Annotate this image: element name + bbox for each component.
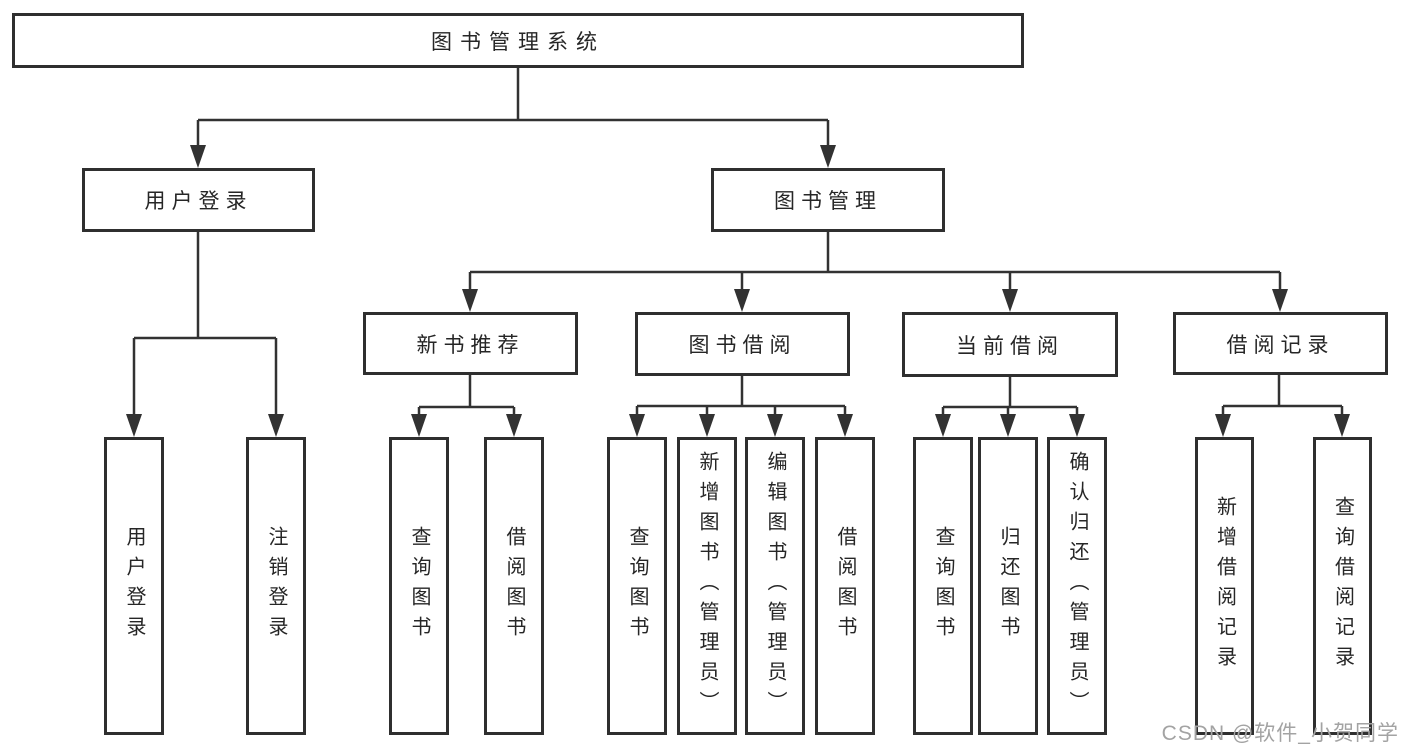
arrowheads — [126, 145, 1350, 437]
leaf-add-borrow-record: 新增借阅记录 — [1195, 437, 1254, 735]
leaf-query-books-recommend: 查询图书 — [389, 437, 449, 735]
node-user-login: 用户登录 — [82, 168, 315, 232]
leaf-return-book: 归还图书 — [978, 437, 1038, 735]
leaf-user-login: 用户登录 — [104, 437, 164, 735]
leaf-borrow-books-recommend: 借阅图书 — [484, 437, 544, 735]
leaf-query-books-borrow: 查询图书 — [607, 437, 667, 735]
node-current-borrow: 当前借阅 — [902, 312, 1118, 377]
leaf-confirm-return-admin: 确认归还（管理员） — [1047, 437, 1107, 735]
node-new-book-recommend: 新书推荐 — [363, 312, 578, 375]
node-root: 图书管理系统 — [12, 13, 1024, 68]
node-borrow-records: 借阅记录 — [1173, 312, 1388, 375]
node-book-borrow: 图书借阅 — [635, 312, 850, 376]
node-book-management: 图书管理 — [711, 168, 945, 232]
leaf-add-book-admin: 新增图书（管理员） — [677, 437, 737, 735]
leaf-query-borrow-record: 查询借阅记录 — [1313, 437, 1372, 735]
leaf-borrow-books: 借阅图书 — [815, 437, 875, 735]
leaf-edit-book-admin: 编辑图书（管理员） — [745, 437, 805, 735]
leaf-logout: 注销登录 — [246, 437, 306, 735]
watermark: CSDN @软件_小贺同学 — [1161, 722, 1399, 745]
leaf-query-books-current: 查询图书 — [913, 437, 973, 735]
